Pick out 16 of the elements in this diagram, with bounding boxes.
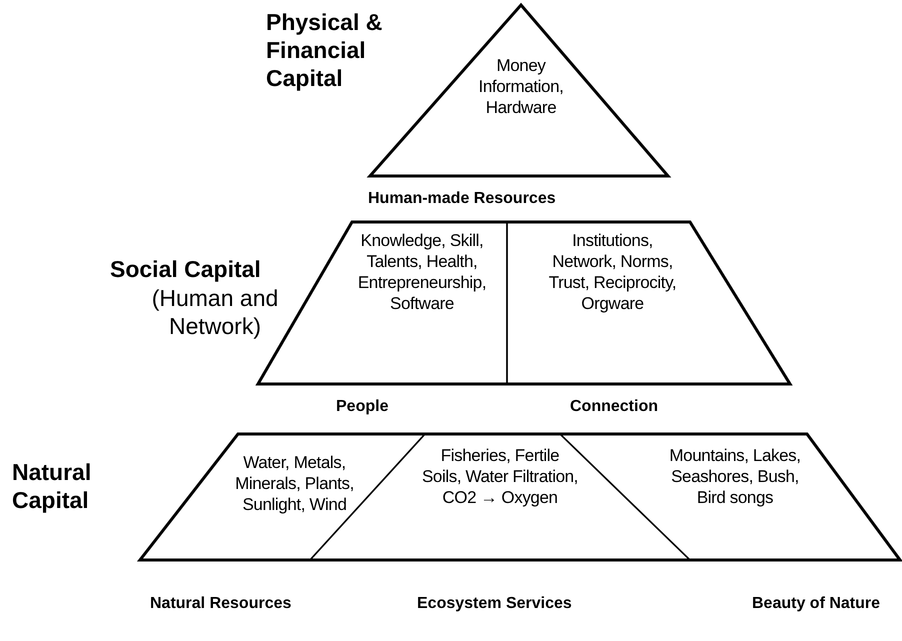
tier-caption: Ecosystem Services [417,595,572,613]
node-text: Knowledge, Skill, Talents, Health, Entrepreneurship, Software [356,230,488,314]
node-text: Institutions, Network, Norms, Trust, Reciprocity, Orgware [548,230,678,314]
node-text: Fisheries, Fertile Soils, Water Filtration, CO2 → Oxygen [420,445,580,508]
tier-heading: Natural Capital [12,458,92,514]
tier-subheading: (Human and Network) [150,284,280,340]
node-text: Mountains, Lakes, Seashores, Bush, Bird songs [668,445,802,508]
node-text: Water, Metals, Minerals, Plants, Sunlight, Wind [234,452,355,515]
tier-caption: Human-made Resources [368,190,556,208]
tier-heading: Physical & Financial Capital [266,8,384,92]
node-text: Money Information, Hardware [478,55,564,118]
tier-caption: Beauty of Nature [752,595,880,613]
tier-caption: Natural Resources [150,595,292,613]
tier-heading: Social Capital [110,255,262,283]
tier-caption: Connection [570,398,658,416]
tier-caption: People [336,398,388,416]
